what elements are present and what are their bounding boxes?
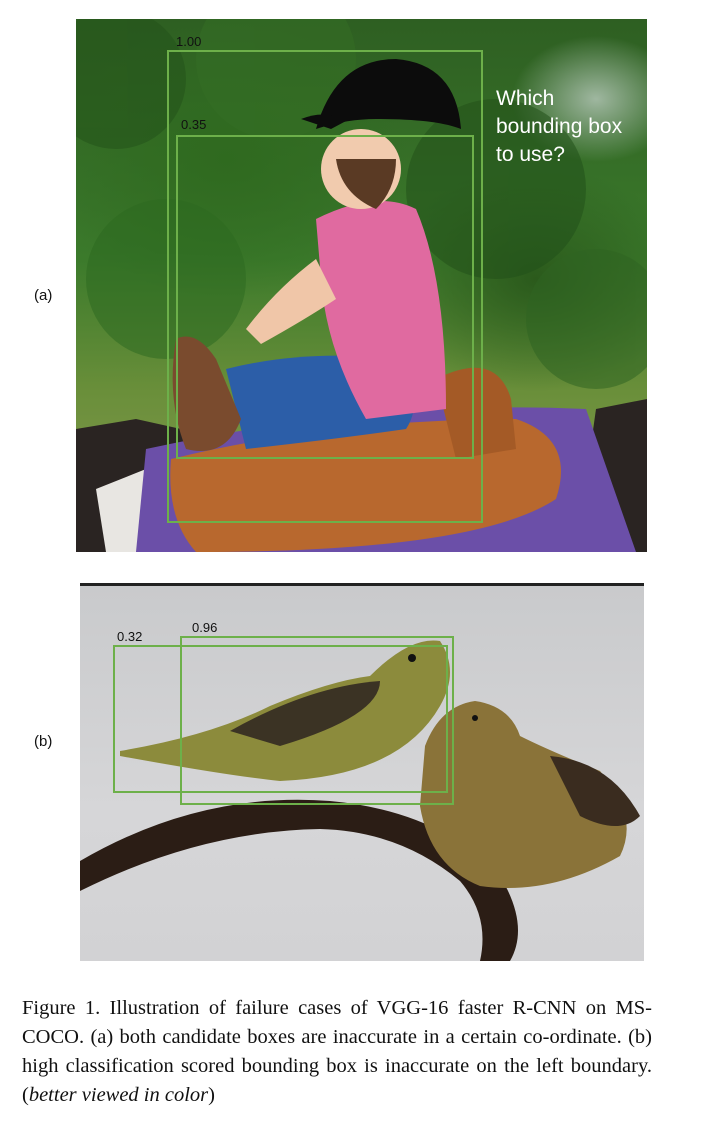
bounding-box-0-32 — [113, 645, 448, 793]
bounding-box-1-00 — [167, 50, 483, 523]
birds-on-branch-illustration — [80, 640, 640, 961]
score-label-0-35: 0.35 — [181, 117, 207, 132]
score-label-0-96: 0.96 — [192, 620, 218, 635]
caption-text: Figure 1. Illustration of failure cases … — [22, 997, 652, 1106]
caption-emphasis: better viewed in color — [28, 1084, 209, 1106]
girl-on-horse-illustration — [76, 19, 647, 552]
score-label-1-00: 1.00 — [176, 34, 202, 49]
caption-close: ) — [208, 1084, 215, 1106]
panel-b-label: (b) — [34, 733, 53, 750]
figure-caption: Figure 1. Illustration of failure cases … — [22, 994, 652, 1110]
panel-a-photo: 1.00 0.35 Which bounding box to use? — [76, 19, 647, 552]
annotation-question: Which bounding box to use? — [496, 87, 623, 166]
bounding-box-0-96 — [180, 636, 454, 805]
score-label-0-32: 0.32 — [117, 629, 143, 644]
bounding-box-0-35 — [176, 135, 474, 459]
panel-a-label: (a) — [34, 287, 53, 304]
panel-b-photo: 0.32 0.96 — [80, 583, 644, 961]
